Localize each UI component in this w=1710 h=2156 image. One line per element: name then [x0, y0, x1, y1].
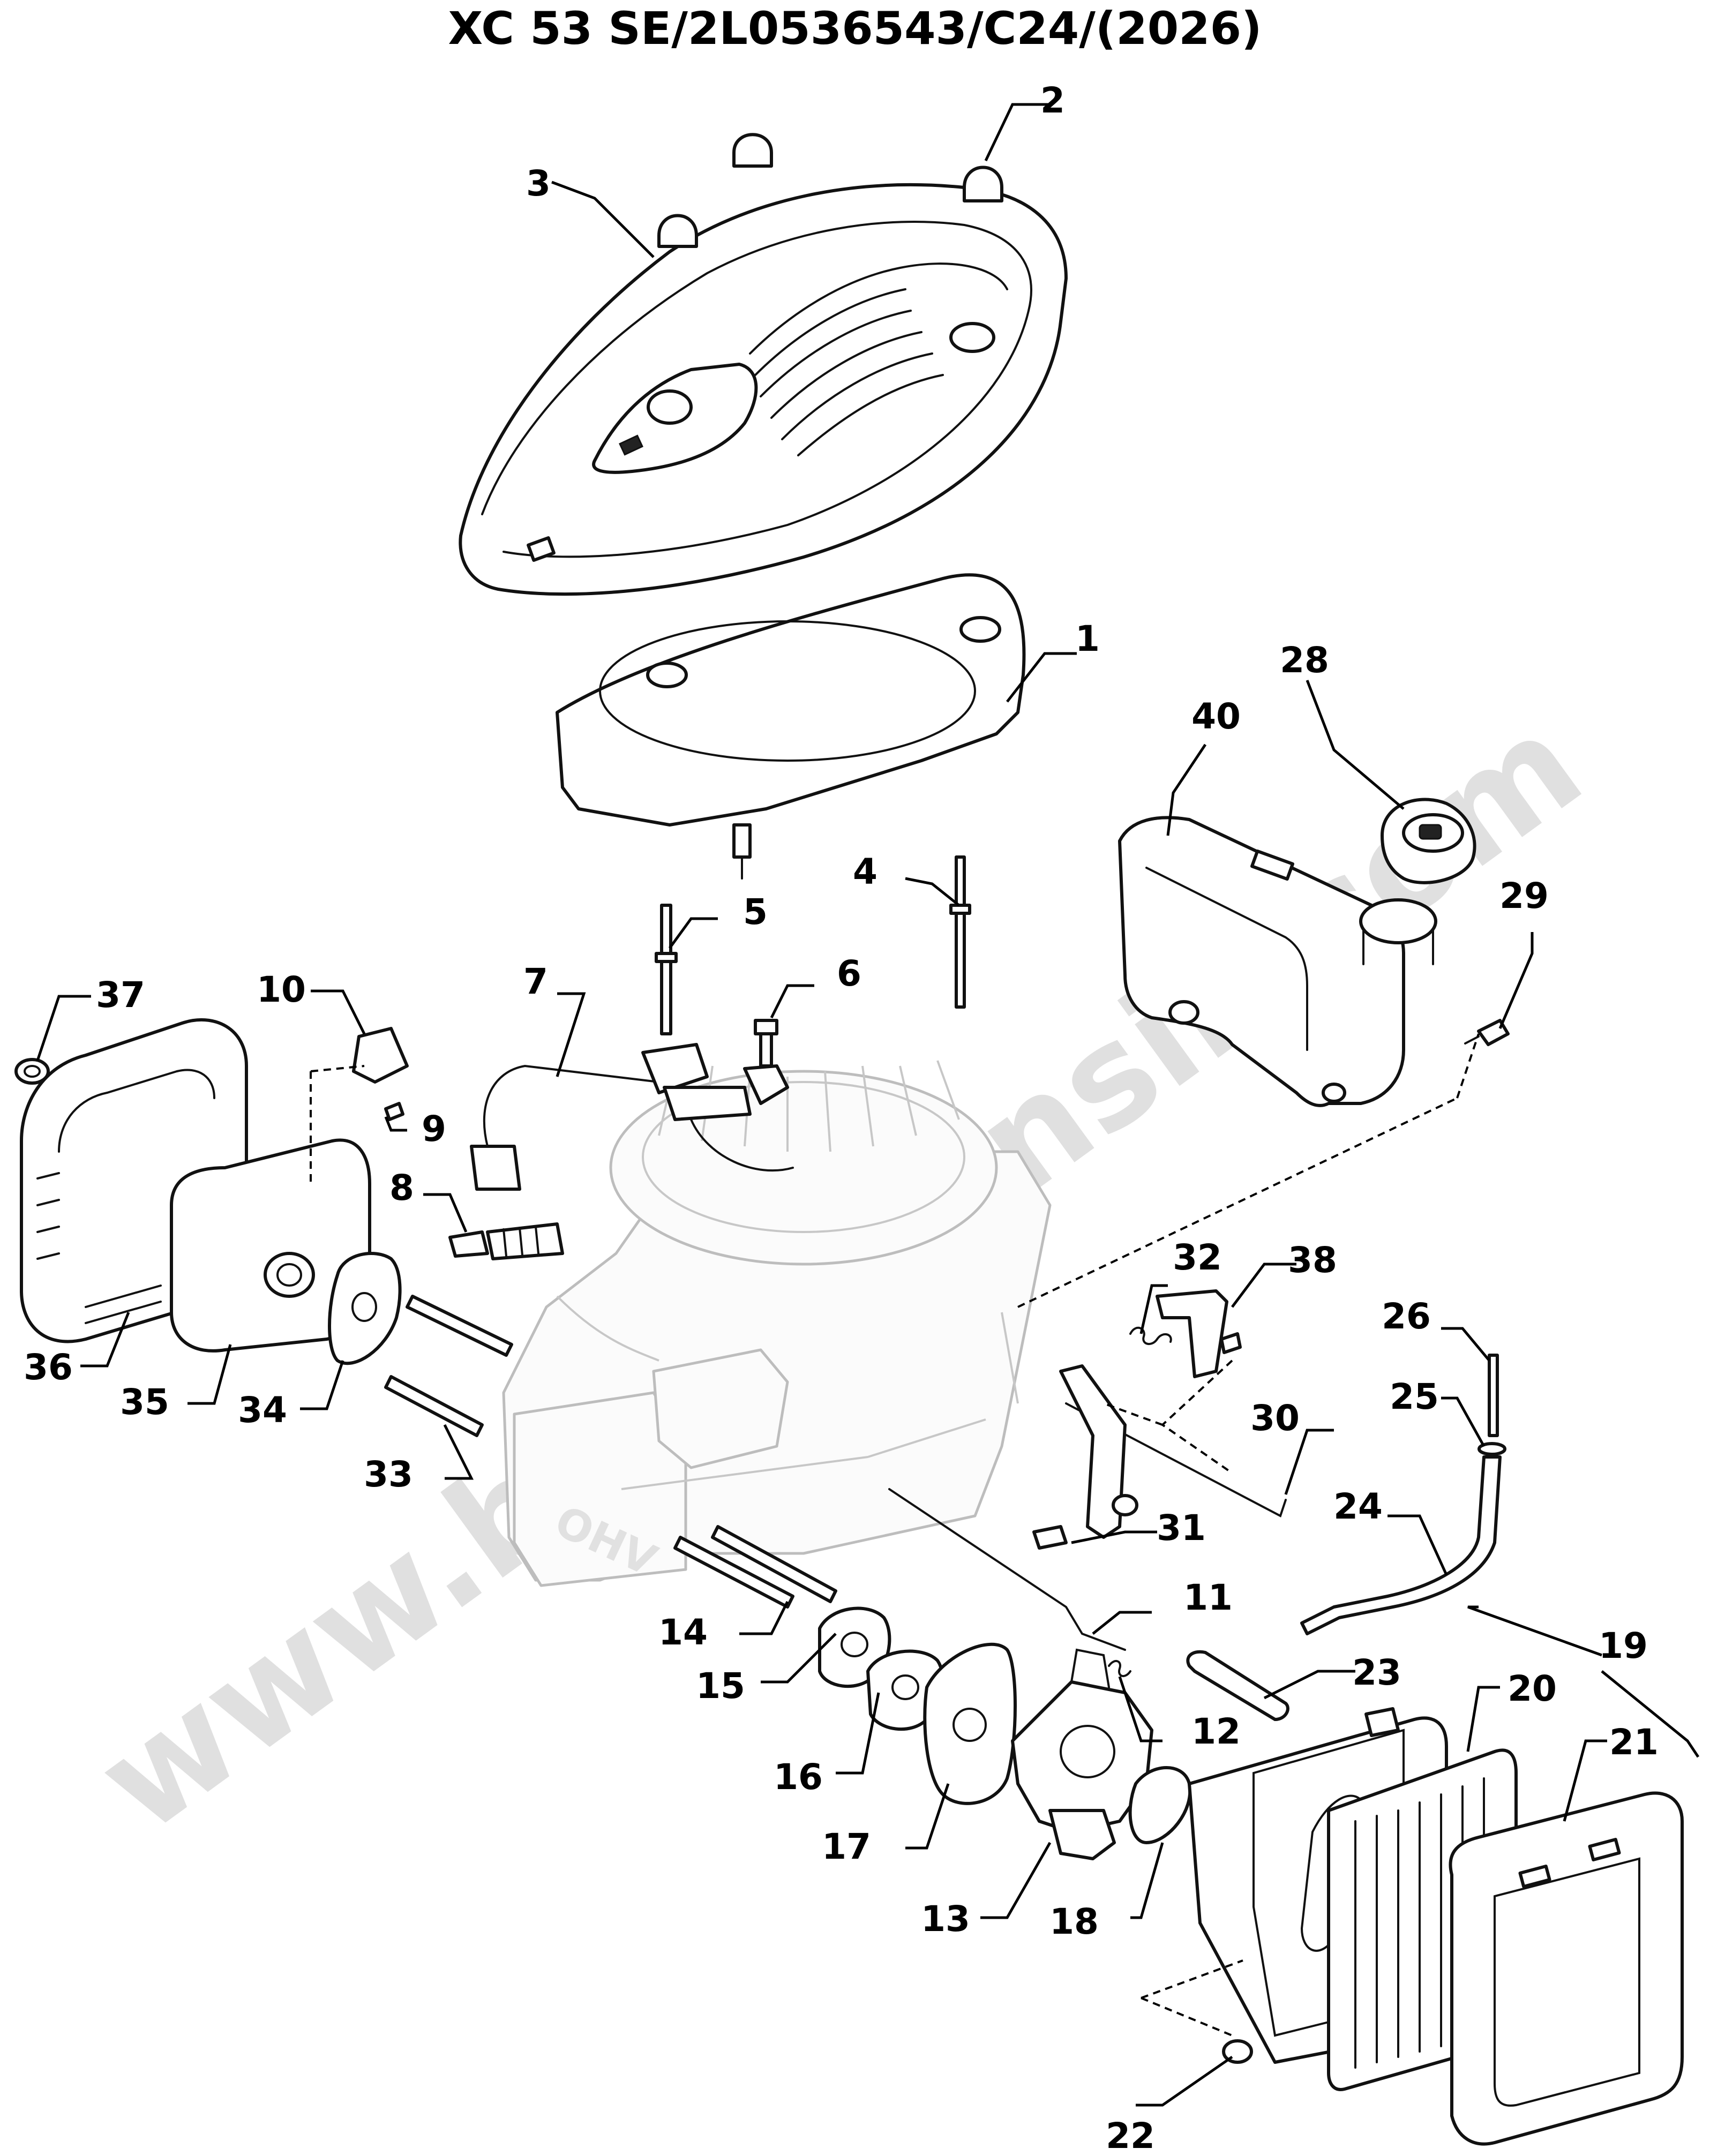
- callout-12: 12: [1191, 1711, 1241, 1752]
- callout-17: 17: [822, 1826, 871, 1867]
- diagram-title: XC 53 SE/2L0536543/C24/(2026): [448, 2, 1262, 55]
- stud-4: [949, 855, 971, 1009]
- callout-5: 5: [743, 891, 768, 933]
- callout-25: 25: [1390, 1376, 1439, 1417]
- callout-6: 6: [837, 953, 861, 994]
- callout-8: 8: [389, 1167, 414, 1208]
- callout-31: 31: [1157, 1507, 1206, 1549]
- dipstick: [1488, 1354, 1499, 1437]
- fuel-tank: [1118, 816, 1437, 1107]
- callout-22: 22: [1106, 2115, 1155, 2156]
- callout-33: 33: [364, 1454, 413, 1495]
- engine-block: OHV: [502, 1060, 1052, 1587]
- engine-top-cover: [459, 183, 1068, 596]
- callout-29: 29: [1499, 875, 1549, 917]
- callout-28: 28: [1280, 640, 1329, 681]
- callout-37: 37: [96, 974, 145, 1016]
- muffler-bracket: [352, 1027, 409, 1121]
- callout-40: 40: [1191, 696, 1241, 737]
- callout-24: 24: [1333, 1486, 1383, 1527]
- callout-23: 23: [1352, 1652, 1401, 1693]
- bolt-6: [754, 1019, 778, 1068]
- governor-linkage: [1065, 1402, 1287, 1518]
- callout-9: 9: [422, 1108, 446, 1150]
- callout-32: 32: [1173, 1237, 1222, 1278]
- callout-7: 7: [523, 961, 548, 1002]
- callout-14: 14: [658, 1612, 708, 1653]
- muffler: [170, 1138, 371, 1353]
- callout-1: 1: [1075, 618, 1100, 659]
- callout-18: 18: [1049, 1901, 1099, 1942]
- pin-23: [1186, 1650, 1289, 1721]
- callout-26: 26: [1382, 1296, 1431, 1337]
- callout-4: 4: [853, 851, 878, 892]
- muffler-studs: [384, 1295, 513, 1437]
- callout-19: 19: [1599, 1625, 1648, 1666]
- carburetor-spring: [1108, 1660, 1131, 1677]
- assembly-guide-lines: [310, 1033, 1480, 2037]
- carburetor: [1011, 1648, 1153, 1860]
- callout-10: 10: [257, 969, 306, 1010]
- spark-plug: [448, 1222, 564, 1260]
- carburetor-studs: [673, 1525, 837, 1609]
- air-filter-cover: [1449, 1791, 1684, 2146]
- callout-16: 16: [774, 1756, 823, 1798]
- throttle-rod: [888, 1488, 1126, 1651]
- dipstick-tube: [1300, 1455, 1502, 1635]
- stud-5: [655, 904, 678, 1035]
- cover-caps: [657, 133, 1003, 248]
- governor-lever: [1032, 1364, 1138, 1550]
- air-filter-gasket: [1128, 1766, 1192, 1844]
- governor-spring: [1129, 1326, 1172, 1345]
- callout-numbers: 1 2 3 4 5 6 7 8 9 10 11 12 13 14 15 16 1…: [24, 80, 1659, 2156]
- callout-30: 30: [1250, 1398, 1300, 1439]
- callout-35: 35: [120, 1381, 169, 1423]
- nut-37: [14, 1058, 50, 1085]
- callout-38: 38: [1288, 1239, 1337, 1281]
- callout-2: 2: [1040, 80, 1065, 121]
- callout-13: 13: [921, 1898, 970, 1940]
- ignition-coil: [470, 1043, 794, 1191]
- dipstick-oring: [1478, 1442, 1506, 1456]
- callout-36: 36: [24, 1347, 73, 1388]
- callout-34: 34: [238, 1389, 287, 1431]
- callout-11: 11: [1183, 1577, 1233, 1618]
- blower-housing: [556, 573, 1026, 880]
- muffler-gasket: [328, 1252, 402, 1365]
- callout-21: 21: [1609, 1722, 1659, 1763]
- leader-lines: [36, 103, 1700, 2107]
- callout-3: 3: [526, 163, 551, 204]
- callout-20: 20: [1508, 1668, 1557, 1709]
- governor-bracket: [1156, 1289, 1242, 1378]
- callout-15: 15: [696, 1665, 745, 1707]
- carburetor-gasket-17: [923, 1642, 1017, 1805]
- fuel-cap: [1381, 798, 1476, 884]
